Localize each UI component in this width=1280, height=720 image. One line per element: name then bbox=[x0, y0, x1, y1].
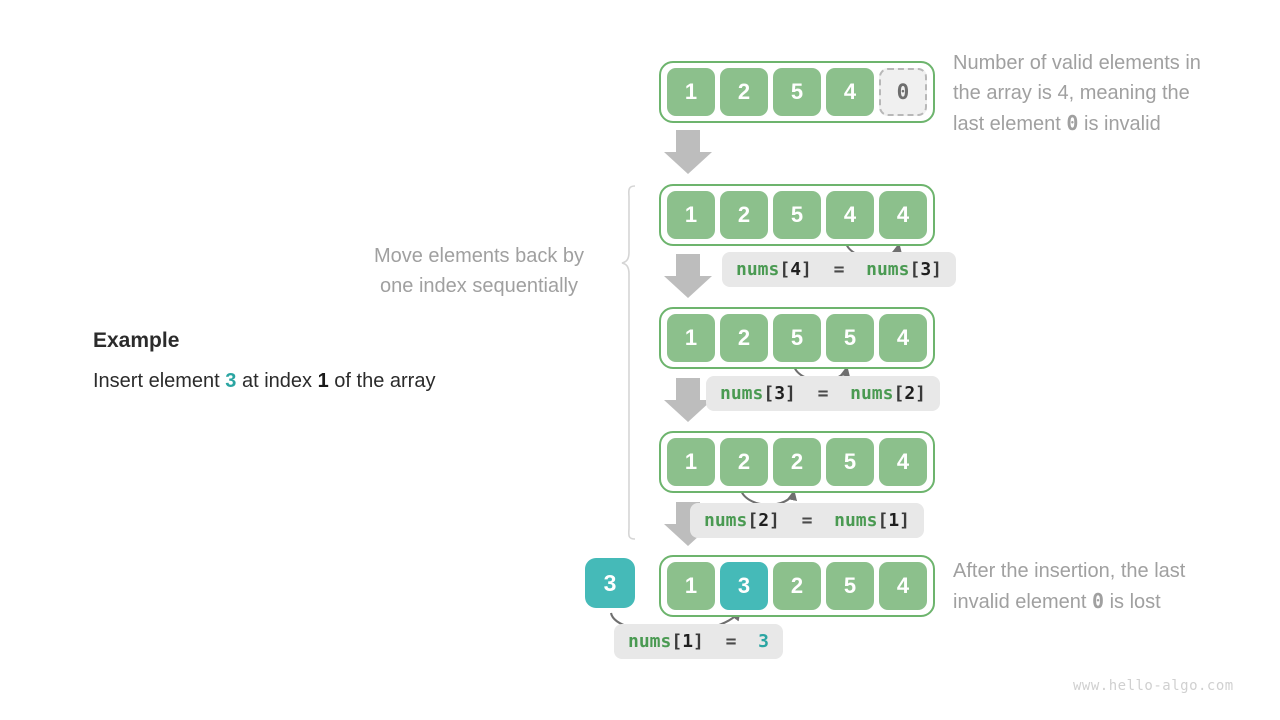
down-arrow-3 bbox=[664, 378, 712, 422]
down-arrow-1 bbox=[664, 130, 712, 174]
array-row-final: 1 3 2 5 4 bbox=[659, 555, 935, 617]
code-lhs-ident: nums bbox=[628, 631, 672, 652]
code-lhs-open: [ bbox=[779, 259, 791, 280]
code-lhs-close: ] bbox=[769, 510, 780, 531]
array-cell[interactable]: 4 bbox=[879, 191, 927, 239]
code-rhs-open: [ bbox=[909, 259, 921, 280]
code-lhs-close: ] bbox=[801, 259, 812, 280]
array-cell[interactable]: 1 bbox=[667, 562, 715, 610]
array-cell-inserted[interactable]: 3 bbox=[720, 562, 768, 610]
code-rhs-index: 1 bbox=[888, 510, 900, 531]
array-cell-invalid[interactable]: 0 bbox=[879, 68, 927, 116]
note-bottom: After the insertion, the last invalid el… bbox=[953, 556, 1273, 617]
example-desc-index: 1 bbox=[317, 370, 329, 392]
code-lhs-ident: nums bbox=[704, 510, 748, 531]
array-cell[interactable]: 5 bbox=[773, 191, 821, 239]
code-rhs-index: 2 bbox=[904, 383, 916, 404]
group-brace bbox=[621, 185, 636, 540]
array-cell[interactable]: 2 bbox=[720, 314, 768, 362]
code-rhs-value: 3 bbox=[758, 631, 769, 652]
code-rhs-close: ] bbox=[899, 510, 910, 531]
code-label-step2: nums[3] = nums[2] bbox=[706, 376, 940, 411]
note-left-line1: Move elements back by bbox=[373, 245, 585, 267]
note-top-line3: last element 0 is invalid bbox=[953, 108, 1273, 139]
array-cell[interactable]: 5 bbox=[826, 438, 874, 486]
code-label-step1: nums[4] = nums[3] bbox=[722, 252, 956, 287]
array-cell[interactable]: 1 bbox=[667, 314, 715, 362]
code-operator: = bbox=[801, 510, 813, 531]
note-top-line2: the array is 4, meaning the bbox=[953, 82, 1190, 104]
array-cell[interactable]: 2 bbox=[720, 191, 768, 239]
array-cell[interactable]: 1 bbox=[667, 191, 715, 239]
note-bottom-line2: invalid element 0 is lost bbox=[953, 586, 1273, 617]
watermark: www.hello-algo.com bbox=[1073, 678, 1234, 694]
array-row-step1: 1 2 5 4 4 bbox=[659, 184, 935, 246]
note-bottom-line2-code: 0 bbox=[1091, 589, 1105, 613]
example-description: Insert element 3 at index 1 of the array bbox=[93, 370, 435, 393]
note-bottom-line2-post: is lost bbox=[1104, 591, 1161, 613]
code-lhs-close: ] bbox=[693, 631, 704, 652]
code-rhs-close: ] bbox=[915, 383, 926, 404]
code-lhs-open: [ bbox=[671, 631, 683, 652]
code-lhs-index: 3 bbox=[774, 383, 786, 404]
array-cell[interactable]: 5 bbox=[773, 314, 821, 362]
array-cell[interactable]: 2 bbox=[773, 438, 821, 486]
array-cell[interactable]: 5 bbox=[826, 562, 874, 610]
code-rhs-ident: nums bbox=[850, 383, 894, 404]
code-lhs-close: ] bbox=[785, 383, 796, 404]
code-operator: = bbox=[833, 259, 845, 280]
array-cell[interactable]: 2 bbox=[773, 562, 821, 610]
code-rhs-open: [ bbox=[893, 383, 905, 404]
array-cell[interactable]: 4 bbox=[826, 191, 874, 239]
code-label-step3: nums[2] = nums[1] bbox=[690, 503, 924, 538]
code-rhs-close: ] bbox=[931, 259, 942, 280]
note-top: Number of valid elements in the array is… bbox=[953, 48, 1273, 139]
code-rhs-index: 3 bbox=[920, 259, 932, 280]
code-lhs-index: 2 bbox=[758, 510, 770, 531]
note-left-line2: one index sequentially bbox=[380, 275, 578, 297]
array-row-step3: 1 2 2 5 4 bbox=[659, 431, 935, 493]
array-cell[interactable]: 5 bbox=[826, 314, 874, 362]
code-label-final: nums[1] = 3 bbox=[614, 624, 783, 659]
example-desc-mid: at index bbox=[236, 370, 318, 392]
code-rhs-ident: nums bbox=[866, 259, 910, 280]
code-operator: = bbox=[817, 383, 829, 404]
note-top-line3-pre: last element bbox=[953, 113, 1067, 135]
example-title: Example bbox=[93, 329, 180, 352]
array-cell[interactable]: 4 bbox=[826, 68, 874, 116]
array-cell[interactable]: 4 bbox=[879, 562, 927, 610]
note-top-line3-code: 0 bbox=[1066, 111, 1079, 135]
array-cell[interactable]: 1 bbox=[667, 438, 715, 486]
code-rhs-open: [ bbox=[877, 510, 889, 531]
array-cell[interactable]: 2 bbox=[720, 438, 768, 486]
code-lhs-index: 1 bbox=[682, 631, 694, 652]
array-cell[interactable]: 5 bbox=[773, 68, 821, 116]
example-desc-suffix: of the array bbox=[328, 370, 436, 392]
array-cell[interactable]: 4 bbox=[879, 438, 927, 486]
code-lhs-index: 4 bbox=[790, 259, 802, 280]
array-cell[interactable]: 4 bbox=[879, 314, 927, 362]
array-cell[interactable]: 2 bbox=[720, 68, 768, 116]
code-operator: = bbox=[725, 631, 737, 652]
example-desc-prefix: Insert element bbox=[93, 370, 226, 392]
note-bottom-line2-pre: invalid element bbox=[953, 591, 1092, 613]
note-left: Move elements back by one index sequenti… bbox=[349, 241, 609, 301]
array-row-step2: 1 2 5 5 4 bbox=[659, 307, 935, 369]
insert-value-box[interactable]: 3 bbox=[585, 558, 635, 608]
down-arrow-2 bbox=[664, 254, 712, 298]
code-lhs-ident: nums bbox=[736, 259, 780, 280]
array-cell[interactable]: 1 bbox=[667, 68, 715, 116]
note-bottom-line1: After the insertion, the last bbox=[953, 560, 1186, 582]
note-top-line3-post: is invalid bbox=[1078, 113, 1161, 135]
note-top-line1: Number of valid elements in bbox=[953, 52, 1201, 74]
code-lhs-open: [ bbox=[747, 510, 759, 531]
code-rhs-ident: nums bbox=[834, 510, 878, 531]
code-lhs-open: [ bbox=[763, 383, 775, 404]
array-row-initial: 1 2 5 4 0 bbox=[659, 61, 935, 123]
code-lhs-ident: nums bbox=[720, 383, 764, 404]
example-desc-value: 3 bbox=[225, 370, 237, 392]
